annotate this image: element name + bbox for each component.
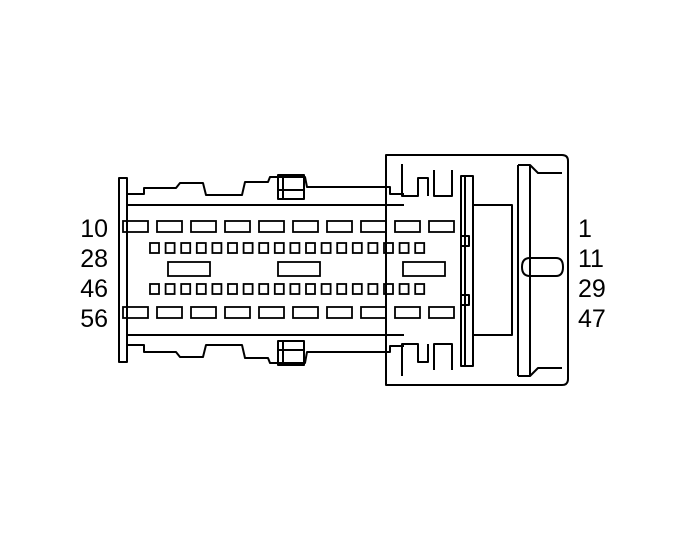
pin-cavity [149, 242, 160, 254]
pin-label-left-row3: 46 [80, 275, 108, 303]
pin-cavity [273, 283, 285, 295]
pin-label-right-row3: 29 [578, 275, 606, 303]
shell-top-profile [127, 176, 404, 196]
pin-cavity [305, 242, 316, 254]
pin-cavity [122, 306, 149, 319]
pin-cavity [224, 306, 251, 319]
pin-cavity [367, 283, 379, 295]
pin-cavity [195, 283, 207, 295]
key-slot [402, 261, 446, 277]
pin-cavity [156, 306, 183, 319]
rear-housing [385, 154, 569, 386]
pin-cavity [211, 242, 223, 254]
pin-cavity [367, 242, 379, 254]
shell-bottom-profile [127, 344, 404, 364]
pin-label-right-row1: 1 [578, 215, 592, 243]
pin-cavity [428, 306, 455, 319]
pin-cavity [292, 306, 319, 319]
pin-cavity [383, 242, 394, 254]
pin-cavity [326, 220, 353, 233]
pin-cavity [227, 283, 238, 295]
pin-cavity [360, 306, 387, 319]
pin-cavity [383, 283, 394, 295]
pin-cavity [305, 283, 316, 295]
pin-cavity [190, 220, 217, 233]
tab-bottom [460, 294, 470, 306]
key-slot [277, 261, 321, 277]
pin-cavity [180, 242, 192, 254]
pin-cavity [398, 242, 410, 254]
pin-cavity [242, 283, 254, 295]
pin-cavity [326, 306, 353, 319]
upper-clip [277, 174, 305, 200]
pin-cavity [164, 242, 176, 254]
pin-cavity [180, 283, 192, 295]
pin-cavity [414, 242, 426, 254]
pin-cavity [351, 242, 363, 254]
lock-bar [460, 175, 474, 367]
pin-cavity [156, 220, 183, 233]
pin-cavity [414, 283, 426, 295]
pin-cavity [190, 306, 217, 319]
pin-cavity [428, 220, 455, 233]
pin-cavity [360, 220, 387, 233]
latch [521, 257, 564, 277]
left-flange [118, 177, 128, 363]
pin-cavity [258, 306, 285, 319]
pin-cavity [394, 220, 421, 233]
pin-cavity [351, 283, 363, 295]
pin-cavity [320, 242, 332, 254]
pin-cavity [164, 283, 176, 295]
pin-cavity [149, 283, 160, 295]
key-slot [167, 261, 211, 277]
pin-cavity [227, 242, 238, 254]
pin-cavities [122, 220, 455, 319]
pin-cavity [258, 220, 285, 233]
pin-cavity [336, 242, 348, 254]
pin-cavity [320, 283, 332, 295]
key-slots [167, 261, 446, 277]
pin-cavity [258, 283, 270, 295]
pin-cavity [289, 242, 301, 254]
pin-cavity [273, 242, 285, 254]
pin-cavity [398, 283, 410, 295]
connector-body [118, 154, 569, 386]
pin-cavity [224, 220, 251, 233]
pin-label-right-row4: 47 [578, 305, 606, 333]
pin-cavity [336, 283, 348, 295]
lower-clip [277, 340, 305, 366]
tab-top [460, 235, 470, 247]
pin-label-left-row1: 10 [80, 215, 108, 243]
pin-cavity [122, 220, 149, 233]
pin-label-left-row2: 28 [80, 245, 108, 273]
pin-cavity [242, 242, 254, 254]
pin-cavity [292, 220, 319, 233]
pin-cavity [195, 242, 207, 254]
pin-cavity [289, 283, 301, 295]
pin-label-right-row2: 11 [578, 245, 604, 273]
pin-cavity [211, 283, 223, 295]
pin-label-left-row4: 56 [80, 305, 108, 333]
pin-cavity [258, 242, 270, 254]
pin-cavity [394, 306, 421, 319]
